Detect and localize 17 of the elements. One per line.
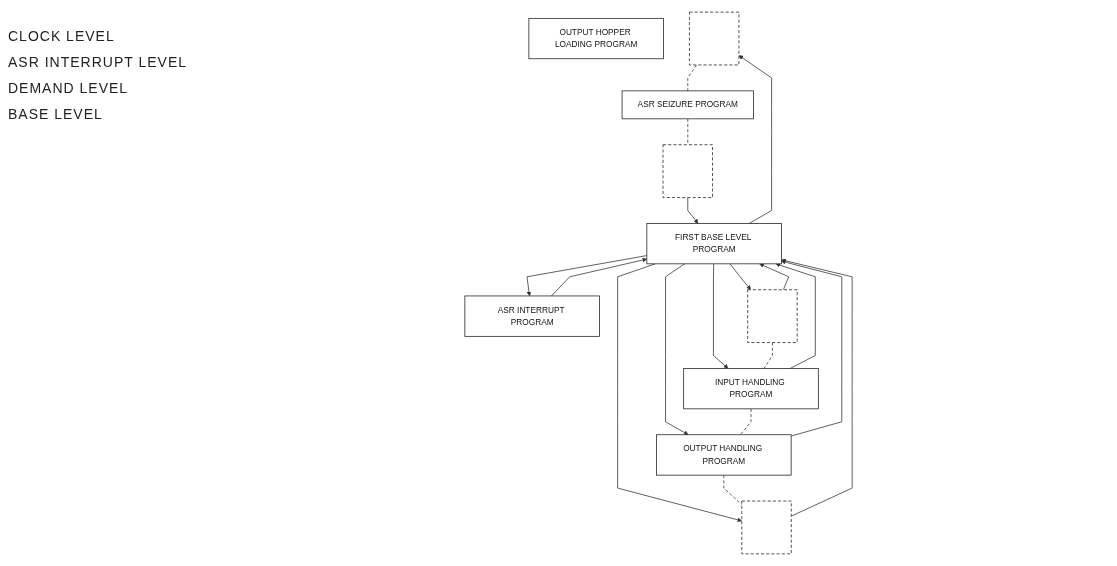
node-box: OUTPUT HANDLING PROGRAM xyxy=(656,434,792,476)
connector xyxy=(763,342,773,369)
node-box: OUTPUT HOPPER LOADING PROGRAM xyxy=(528,17,664,60)
node-box: ASR SEIZURE PROGRAM xyxy=(621,90,754,120)
level-label: CLOCK LEVEL xyxy=(8,28,116,44)
node-box xyxy=(747,289,798,343)
node-box xyxy=(662,144,713,198)
node-box xyxy=(689,11,740,66)
node-box: ASR INTERRUPT PROGRAM xyxy=(464,295,600,337)
connector xyxy=(723,474,743,506)
level-label: DEMAND LEVEL xyxy=(8,80,130,96)
level-label: ASR INTERRUPT LEVEL xyxy=(8,54,188,70)
node-box: INPUT HANDLING PROGRAM xyxy=(683,368,819,410)
connector xyxy=(687,118,689,146)
node-box: FIRST BASE LEVEL PROGRAM xyxy=(646,223,782,265)
level-label: BASE LEVEL xyxy=(8,106,104,122)
node-box xyxy=(741,500,792,555)
